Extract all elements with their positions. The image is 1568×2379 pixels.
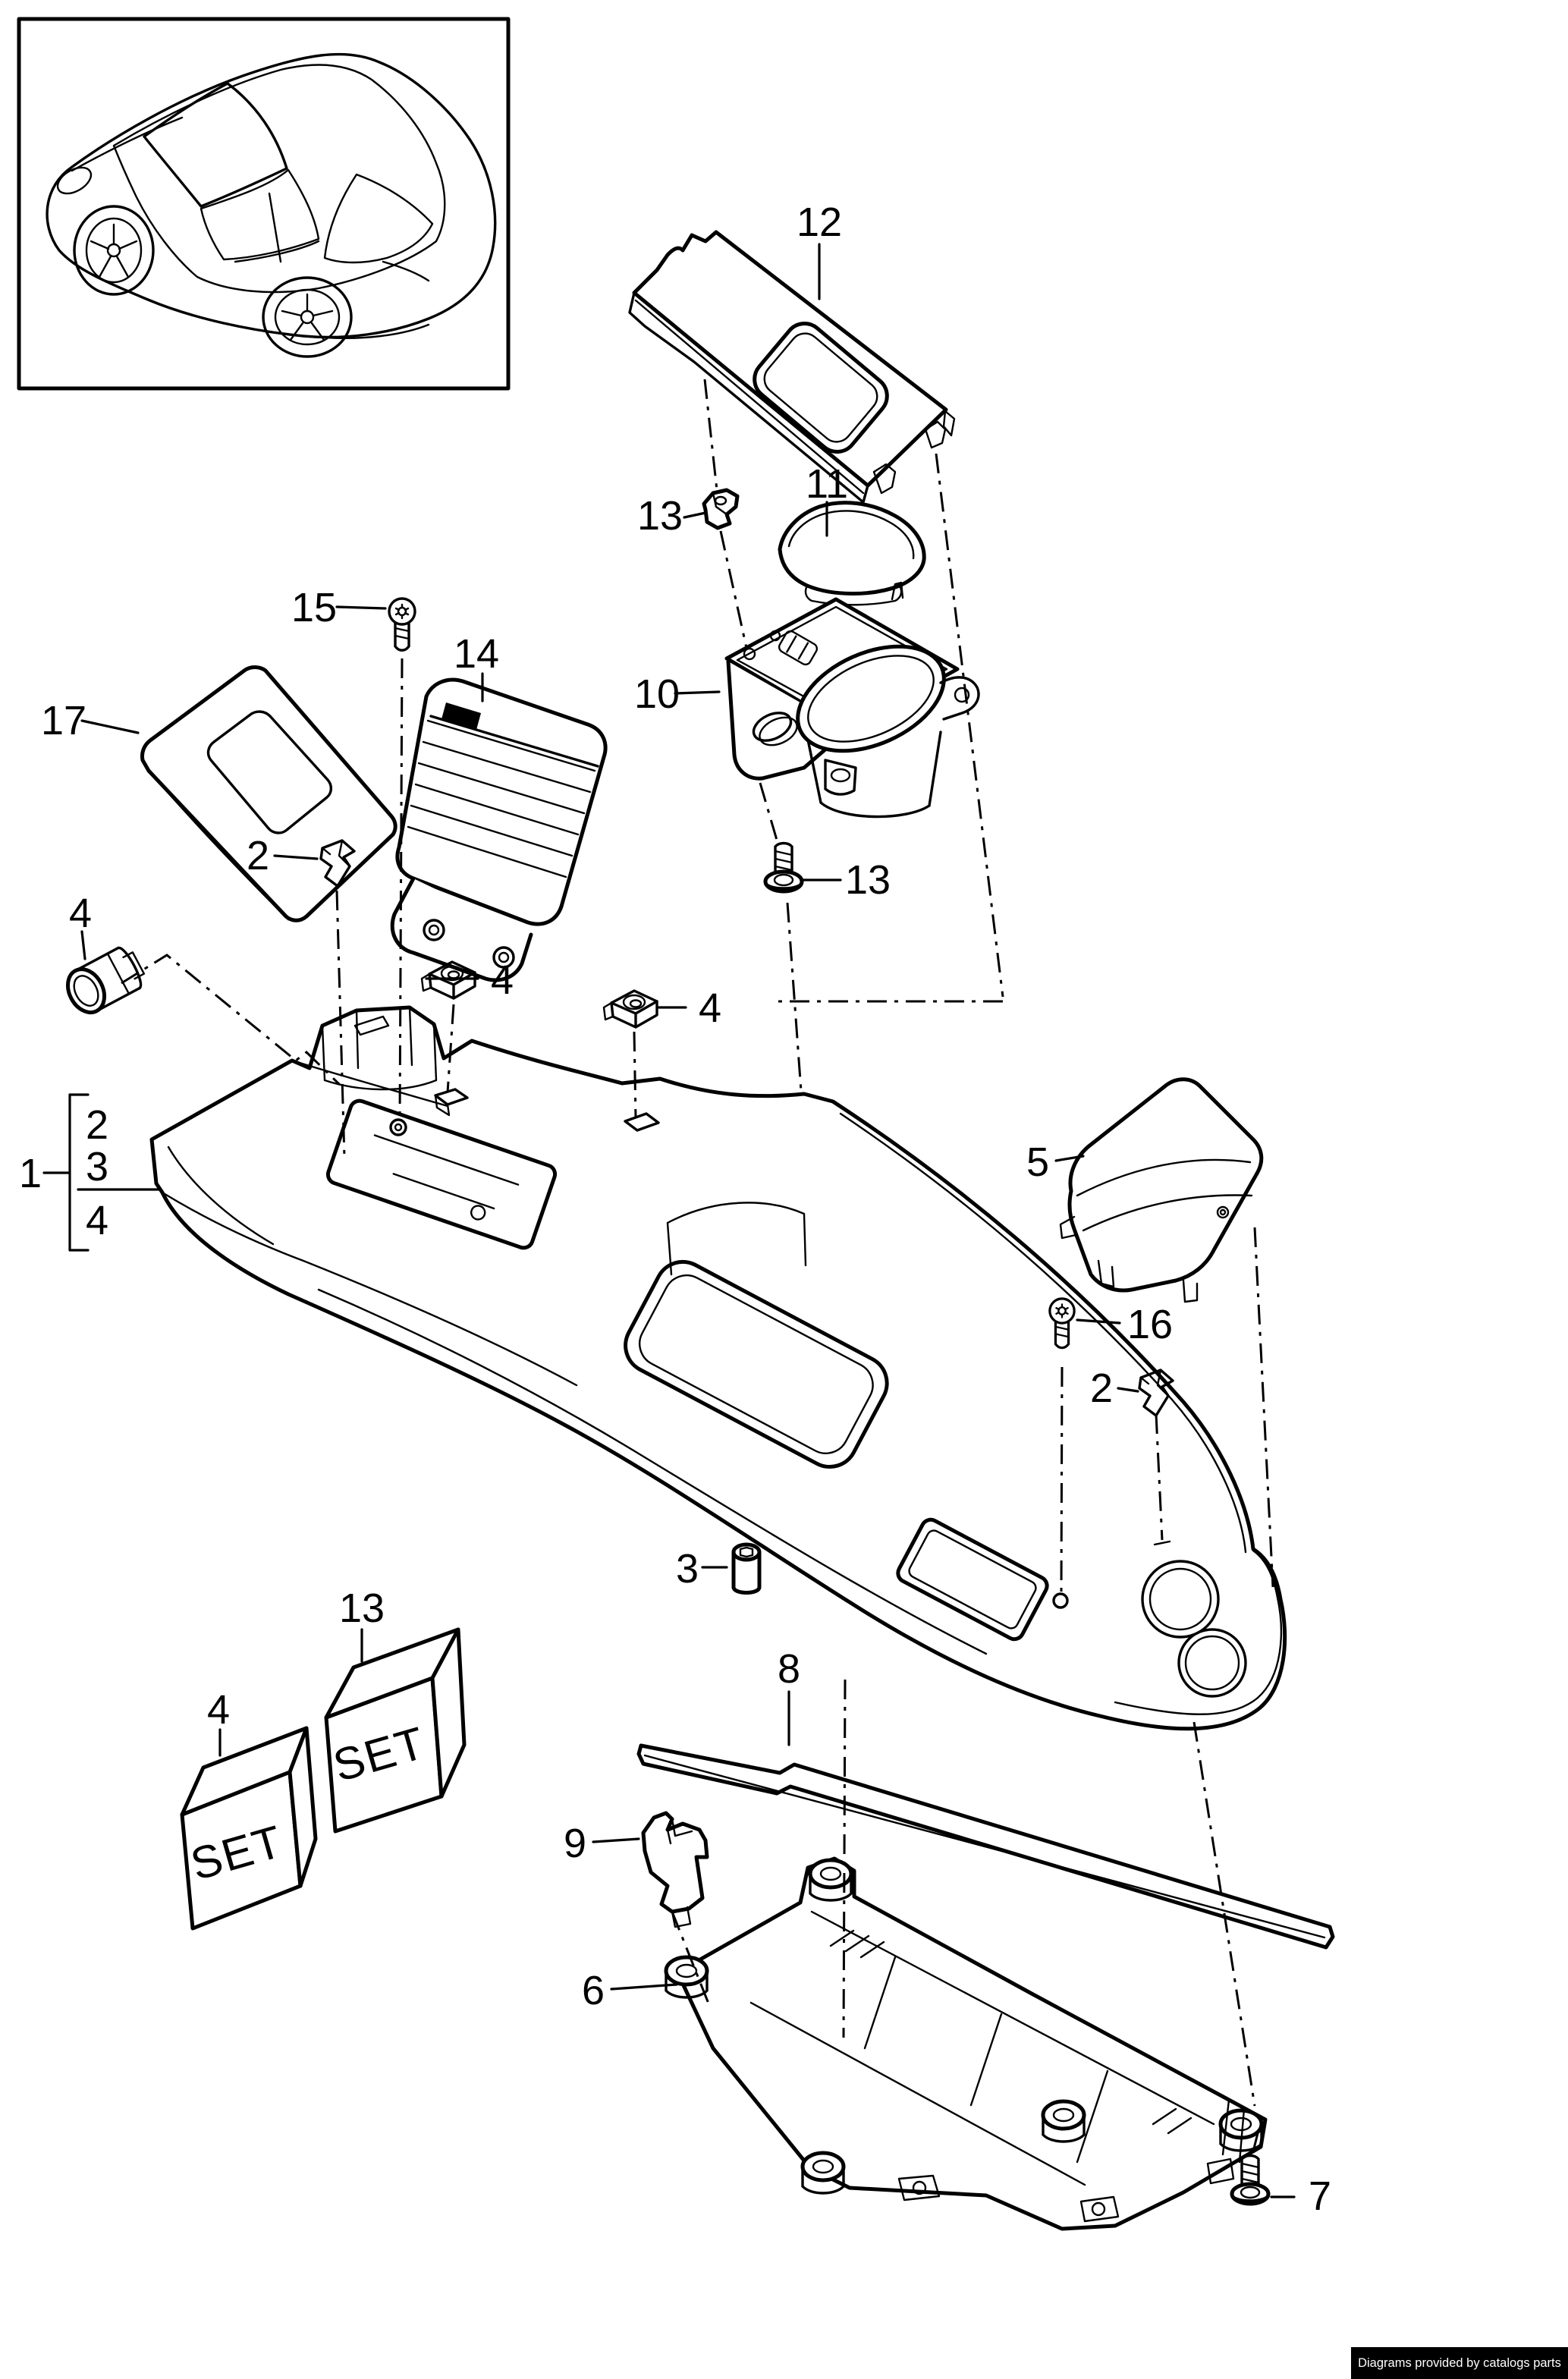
callout-4-mid: 4 [491, 957, 514, 1003]
part-3-bushing [731, 1542, 762, 1595]
callout-1-item-4: 4 [86, 1198, 108, 1243]
part-14-air-vent [390, 677, 608, 982]
callout-9: 9 [564, 1821, 586, 1866]
part-15-screw [388, 597, 416, 652]
part-5-rear-cover [1059, 1077, 1264, 1303]
callout-17: 17 [41, 698, 86, 743]
part-6-lower-bracket [666, 1856, 1268, 2231]
rear-wheel [262, 276, 353, 358]
part-4-clipnut-right [602, 989, 658, 1029]
part-4-power-socket [66, 946, 146, 1015]
vehicle-illustration [46, 52, 497, 358]
part-12-shifter-trim-panel [628, 230, 956, 504]
callout-3: 3 [676, 1546, 699, 1592]
callout-8: 8 [778, 1646, 800, 1692]
callout-6: 6 [582, 1968, 605, 2013]
callout-7: 7 [1309, 2173, 1331, 2219]
part-1-console-body [149, 1005, 1287, 1731]
callout-13-set: 13 [339, 1585, 385, 1631]
callout-16: 16 [1127, 1302, 1173, 1347]
part-17-side-trim-panel [140, 665, 397, 922]
callout-1: 1 [19, 1151, 42, 1196]
part-8-trim-strip [636, 1743, 1335, 1950]
callout-13-top: 13 [637, 493, 683, 539]
assembly-axis-lines [121, 379, 1274, 2158]
callout-labels: 12 13 11 10 13 15 14 17 2 4 4 4 1 2 3 4 … [19, 200, 1331, 2219]
callout-10: 10 [634, 671, 680, 717]
callout-11: 11 [806, 461, 848, 507]
callout-13-screw: 13 [845, 857, 891, 903]
vehicle-thumbnail-box [17, 17, 511, 391]
part-7-screw [1232, 2156, 1268, 2205]
callout-5: 5 [1026, 1139, 1049, 1185]
callout-leader-lines [42, 243, 1296, 2198]
callout-4-socket: 4 [69, 891, 92, 936]
callout-1-item-2: 2 [86, 1102, 108, 1148]
part-10-cupholder-insert [724, 581, 980, 819]
watermark-text: Diagrams provided by catalogs parts [1358, 2356, 1561, 2370]
callout-12: 12 [797, 200, 842, 245]
callout-2-rear: 2 [1090, 1365, 1113, 1411]
callout-2-front: 2 [247, 833, 269, 878]
set-box-13: SET [324, 1627, 467, 1834]
part-11-storage-lid [778, 501, 926, 606]
part-13-clip [702, 488, 740, 530]
callout-15: 15 [291, 585, 337, 630]
part-13-screw [765, 844, 802, 892]
callout-4-set: 4 [207, 1687, 230, 1733]
front-wheel [73, 205, 155, 296]
set-box-4: SET [180, 1726, 318, 1931]
part-9-bracket-clip [641, 1811, 709, 1928]
watermark-banner: Diagrams provided by catalogs parts [1351, 2347, 1568, 2379]
callout-14: 14 [454, 631, 499, 677]
callout-1-item-3: 3 [86, 1144, 108, 1190]
callout-4-right: 4 [699, 985, 721, 1031]
